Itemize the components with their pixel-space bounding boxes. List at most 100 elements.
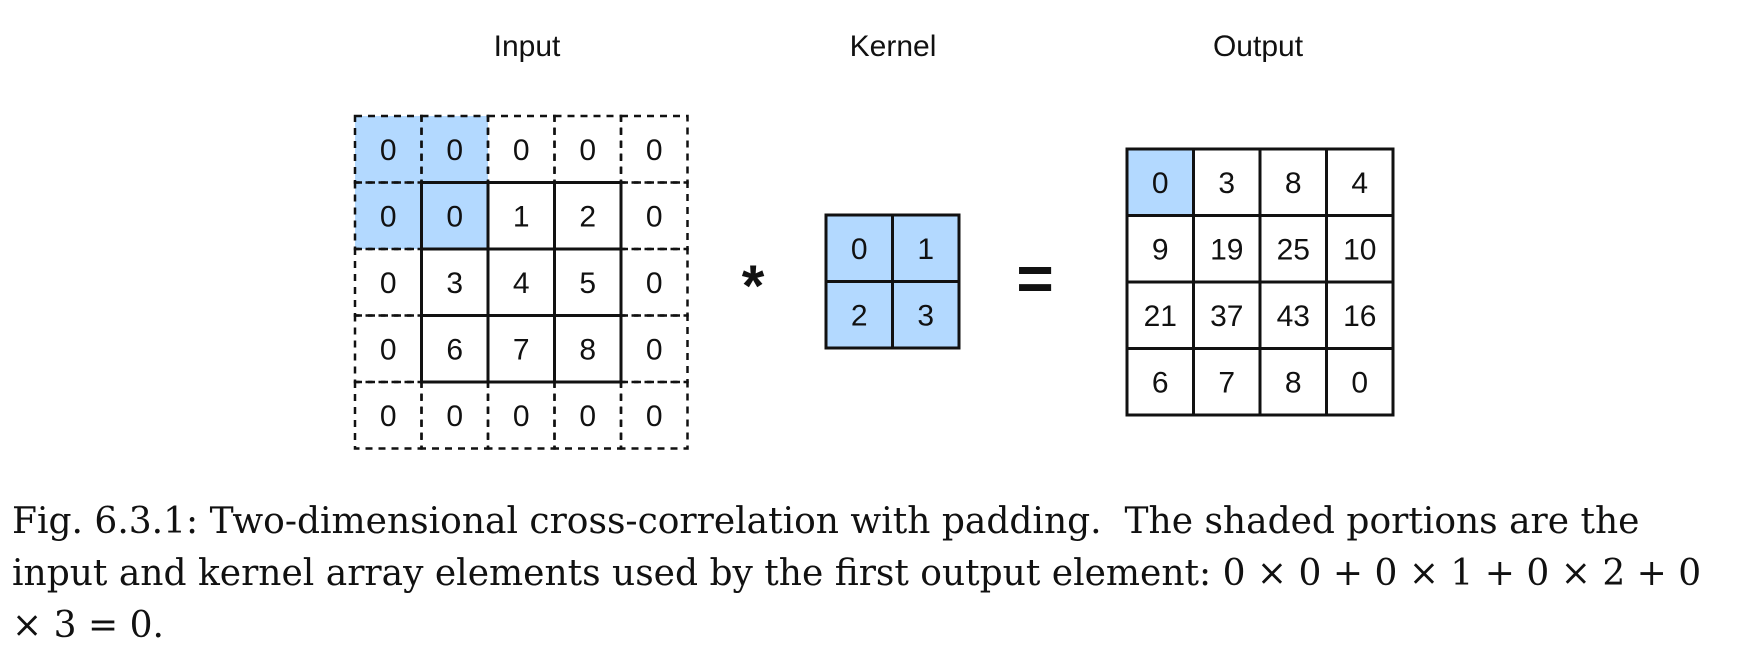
kernel-value: 2	[851, 300, 868, 333]
input-cell	[355, 182, 422, 249]
output-value: 21	[1144, 300, 1177, 333]
input-value: 5	[579, 267, 596, 300]
kernel-cell	[826, 215, 893, 282]
input-value: 8	[579, 334, 596, 367]
input-cell	[488, 249, 555, 316]
input-value: 0	[446, 400, 463, 433]
output-value: 8	[1285, 167, 1302, 200]
input-cell	[421, 182, 488, 249]
output-cell	[1260, 282, 1327, 349]
input-cell	[554, 249, 621, 316]
kernel-value: 0	[851, 233, 868, 266]
output-cell	[1326, 348, 1393, 415]
output-label: Output	[1213, 30, 1304, 63]
input-cell	[621, 315, 688, 382]
input-cell	[421, 315, 488, 382]
kernel-cell	[892, 215, 959, 282]
input-value: 0	[646, 134, 663, 167]
kernel-label: Kernel	[850, 30, 937, 63]
input-cell	[554, 315, 621, 382]
caption-text: Fig. 6.3.1: Two-dimensional cross-correl…	[12, 501, 1651, 594]
input-value: 0	[380, 400, 397, 433]
input-value: 0	[380, 334, 397, 367]
input-value: 6	[446, 334, 463, 367]
input-cell	[488, 315, 555, 382]
correlation-operator: *	[742, 254, 765, 319]
kernel-value: 1	[917, 233, 934, 266]
kernel-cell-border	[891, 280, 961, 350]
output-cell	[1193, 149, 1260, 216]
input-cell	[621, 382, 688, 449]
kernel-grid: 0 1 2 3	[824, 213, 961, 350]
kernel-cell	[892, 281, 959, 348]
output-value: 0	[1152, 167, 1169, 200]
output-cell-border	[1325, 347, 1395, 417]
input-value: 0	[646, 334, 663, 367]
input-value: 1	[513, 201, 530, 234]
output-cell	[1193, 348, 1260, 415]
output-cell	[1193, 282, 1260, 349]
input-cell	[355, 315, 422, 382]
equals-operator: =	[1016, 242, 1053, 314]
input-value: 0	[380, 134, 397, 167]
output-cell	[1193, 215, 1260, 282]
input-cell	[421, 116, 488, 183]
input-value: 0	[380, 201, 397, 234]
input-value: 0	[446, 134, 463, 167]
input-value: 0	[380, 267, 397, 300]
output-cell	[1260, 348, 1327, 415]
input-value: 0	[513, 134, 530, 167]
input-cell	[621, 249, 688, 316]
output-value: 9	[1152, 234, 1169, 267]
input-value: 0	[579, 134, 596, 167]
output-value: 25	[1277, 234, 1310, 267]
output-cell	[1326, 282, 1393, 349]
input-cell	[355, 116, 422, 183]
input-cell	[554, 382, 621, 449]
input-cell	[421, 249, 488, 316]
output-cell	[1127, 282, 1194, 349]
input-value: 0	[646, 400, 663, 433]
output-cell	[1260, 215, 1327, 282]
input-value: 0	[513, 400, 530, 433]
output-value: 16	[1343, 300, 1376, 333]
output-value: 7	[1218, 367, 1235, 400]
output-value: 0	[1351, 367, 1368, 400]
cross-correlation-diagram: Input Kernel Output 0 0 0 0 0 0 0 1 2 0 0 3 4 5 0 0 6 7 8 0…	[353, 30, 1395, 450]
output-value: 10	[1343, 234, 1376, 267]
input-value: 0	[579, 400, 596, 433]
input-cell	[621, 116, 688, 183]
input-value: 7	[513, 334, 530, 367]
input-value: 4	[513, 267, 530, 300]
figure-caption: Fig. 6.3.1: Two-dimensional cross-correl…	[12, 496, 1742, 652]
input-cell	[554, 116, 621, 183]
input-label: Input	[494, 30, 561, 63]
input-value: 0	[446, 201, 463, 234]
input-value: 3	[446, 267, 463, 300]
input-cell	[355, 382, 422, 449]
output-cell	[1127, 348, 1194, 415]
input-cell	[554, 182, 621, 249]
input-cell	[488, 382, 555, 449]
output-value: 43	[1277, 300, 1310, 333]
input-cell	[488, 182, 555, 249]
output-cell	[1127, 215, 1194, 282]
output-cell	[1127, 149, 1194, 216]
kernel-cell	[826, 281, 893, 348]
output-cell	[1326, 215, 1393, 282]
input-cell	[621, 182, 688, 249]
output-cell	[1326, 149, 1393, 216]
output-value: 4	[1351, 167, 1368, 200]
input-value: 0	[646, 267, 663, 300]
input-cell	[355, 249, 422, 316]
output-value: 3	[1218, 167, 1235, 200]
output-value: 19	[1210, 234, 1243, 267]
input-cell	[488, 116, 555, 183]
output-value: 6	[1152, 367, 1169, 400]
kernel-value: 3	[917, 300, 934, 333]
input-value: 2	[579, 201, 596, 234]
output-cell	[1260, 149, 1327, 216]
output-value: 8	[1285, 367, 1302, 400]
